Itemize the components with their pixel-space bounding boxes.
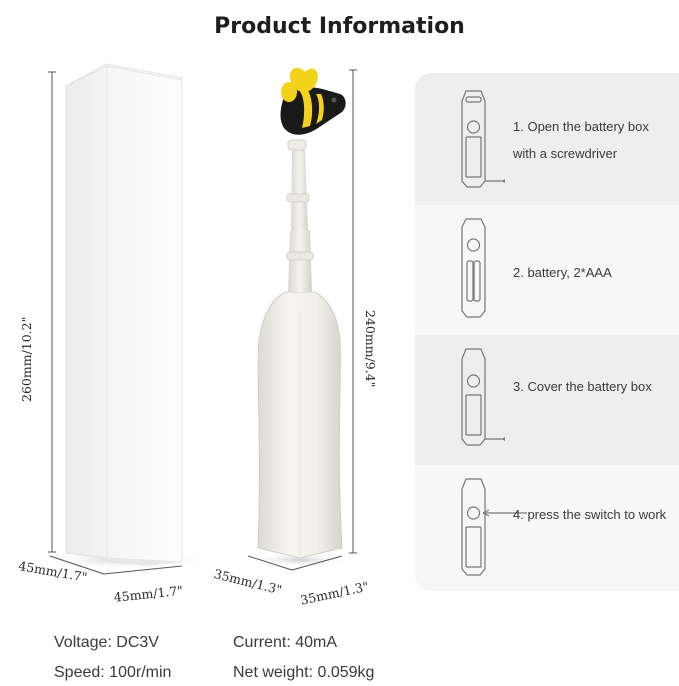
step-4: 4. press the switch to work [415,465,679,591]
voltage-label: Voltage: [54,634,112,651]
weight-spec: Net weight: 0.059kg [233,664,374,682]
battery-box-cover-icon [461,348,505,446]
weight-label: Net weight: [233,664,314,681]
device [250,67,350,567]
step-4-text: 4. press the switch to work [513,507,667,522]
step-2-text: 2. battery, 2*AAA [513,265,612,280]
instruction-panel: 1. Open the battery box with a screwdriv… [415,73,679,591]
box-dimension-lines [48,71,183,575]
step-3-text: 3. Cover the battery box [513,379,652,394]
current-value: 40mA [295,634,338,651]
speed-value: 100r/min [109,664,172,681]
battery-box-open-icon [461,90,505,188]
switch-icon [461,478,527,576]
box-height-label: 260mm/10.2" [19,316,34,402]
page-title: Product Information [214,14,465,39]
voltage-value: DC3V [116,634,159,651]
step-2: 2. battery, 2*AAA [415,205,679,335]
device-dimension-lines [247,69,357,571]
current-label: Current: [233,634,291,651]
step-3: 3. Cover the battery box [415,335,679,465]
speed-label: Speed: [54,664,105,681]
device-height-label: 240mm/9.4" [363,310,378,388]
weight-value: 0.059kg [317,664,375,681]
step-1-text: 1. Open the battery box with a screwdriv… [513,119,649,161]
step-1: 1. Open the battery box with a screwdriv… [415,73,679,205]
bee-head [280,67,346,135]
speed-spec: Speed: 100r/min [54,664,171,682]
gift-box [45,63,205,569]
battery-icon [461,218,486,318]
voltage-spec: Voltage: DC3V [54,634,159,652]
current-spec: Current: 40mA [233,634,337,652]
